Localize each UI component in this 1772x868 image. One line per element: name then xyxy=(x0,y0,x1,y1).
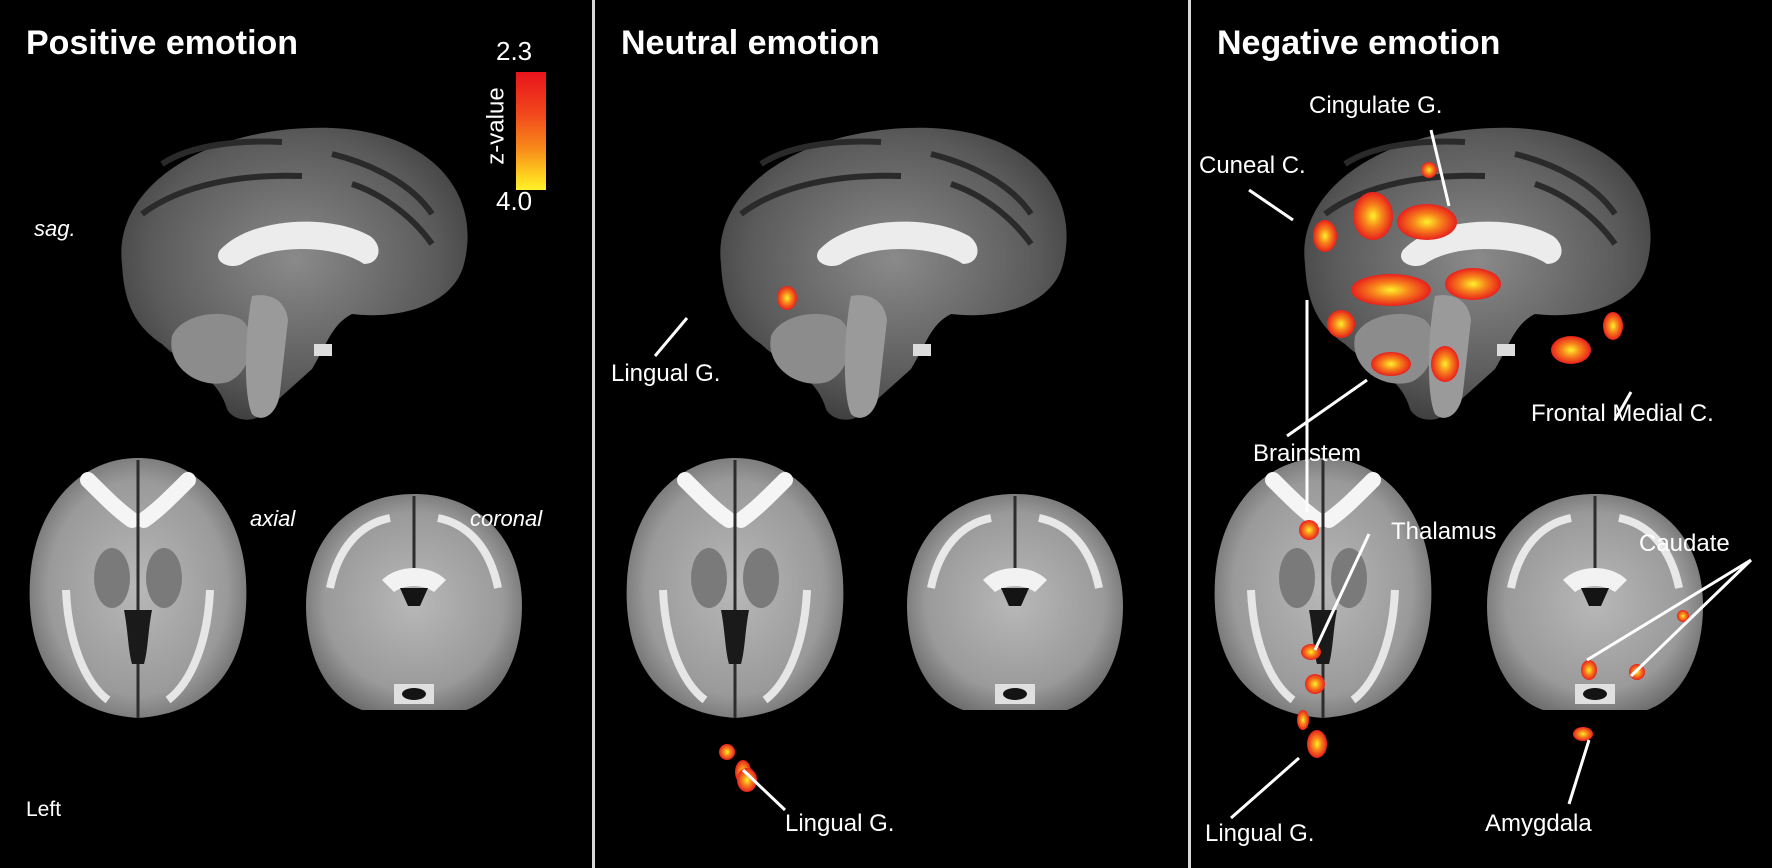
axial-slice xyxy=(30,458,247,718)
label-caudate: Caudate xyxy=(1639,530,1730,557)
label-lingual-axial: Lingual G. xyxy=(785,810,895,837)
activation-blob xyxy=(1299,520,1319,540)
leader-line xyxy=(1230,756,1300,820)
activation-blob xyxy=(1551,336,1591,364)
panel-positive: Positive emotion sag. axial coronal Left… xyxy=(0,0,592,868)
slices-negative xyxy=(1191,0,1753,820)
leader-line xyxy=(1629,558,1753,678)
activation-blob xyxy=(1353,192,1393,240)
leader-line xyxy=(1429,129,1451,207)
activation-blob xyxy=(1397,204,1457,240)
leader-line xyxy=(1613,391,1633,421)
sagittal-slice xyxy=(121,128,467,420)
label-cingulate: Cingulate G. xyxy=(1309,92,1443,119)
coronal-slice xyxy=(1487,494,1703,710)
axial-label: axial xyxy=(250,506,296,531)
label-brainstem: Brainstem xyxy=(1253,440,1362,467)
activation-blob xyxy=(1307,730,1327,758)
coronal-slice xyxy=(907,494,1123,710)
activation-blob xyxy=(1581,660,1597,680)
activation-blob xyxy=(777,286,797,310)
leader-line xyxy=(653,317,689,357)
panel-title-neutral: Neutral emotion xyxy=(621,24,880,62)
activation-blob xyxy=(1297,710,1309,730)
leader-line xyxy=(1586,558,1752,662)
activation-blob xyxy=(1421,162,1437,178)
activation-blob xyxy=(1445,268,1501,300)
activation-blob xyxy=(1603,312,1623,340)
activation-blob xyxy=(1351,274,1431,306)
panel-title-negative: Negative emotion xyxy=(1217,24,1501,62)
activation-blob xyxy=(1573,727,1593,741)
colorbar-top-value: 2.3 xyxy=(496,36,533,66)
sagittal-slice xyxy=(720,128,1066,420)
activation-blob xyxy=(1313,220,1337,252)
leader-line xyxy=(1286,378,1368,438)
label-thalamus: Thalamus xyxy=(1391,518,1497,545)
activation-blob xyxy=(719,744,735,760)
coronal-label: coronal xyxy=(470,506,543,531)
label-amygdala: Amygdala xyxy=(1485,810,1592,837)
leader-line xyxy=(1313,533,1371,651)
leader-line xyxy=(1567,739,1591,805)
activation-blob xyxy=(1431,346,1459,382)
label-frontal-medial: Frontal Medial C. xyxy=(1531,400,1714,427)
label-lingual: Lingual G. xyxy=(1205,820,1315,847)
panel-neutral: Neutral emotion Lingual G. Lingual G. xyxy=(592,0,1188,868)
activation-blob xyxy=(1327,310,1355,338)
colorbar xyxy=(516,72,546,190)
colorbar-axis-label: z-value xyxy=(482,87,510,165)
activation-blob xyxy=(737,768,757,792)
left-hemisphere-label: Left xyxy=(26,798,62,821)
panel-negative: Negative emotion xyxy=(1188,0,1772,868)
activation-blob xyxy=(1677,610,1689,622)
label-lingual-sagittal: Lingual G. xyxy=(611,360,721,387)
colorbar-bottom-value: 4.0 xyxy=(496,186,533,216)
panel-title-positive: Positive emotion xyxy=(26,24,299,62)
activation-blob xyxy=(1371,352,1411,376)
slices-neutral xyxy=(595,0,1188,812)
leader-line xyxy=(741,768,787,812)
activation-blob xyxy=(1305,674,1325,694)
leader-line xyxy=(1248,188,1294,222)
sagittal-label: sag. xyxy=(34,216,76,241)
label-cuneal: Cuneal C. xyxy=(1199,152,1306,179)
axial-slice xyxy=(627,458,844,718)
